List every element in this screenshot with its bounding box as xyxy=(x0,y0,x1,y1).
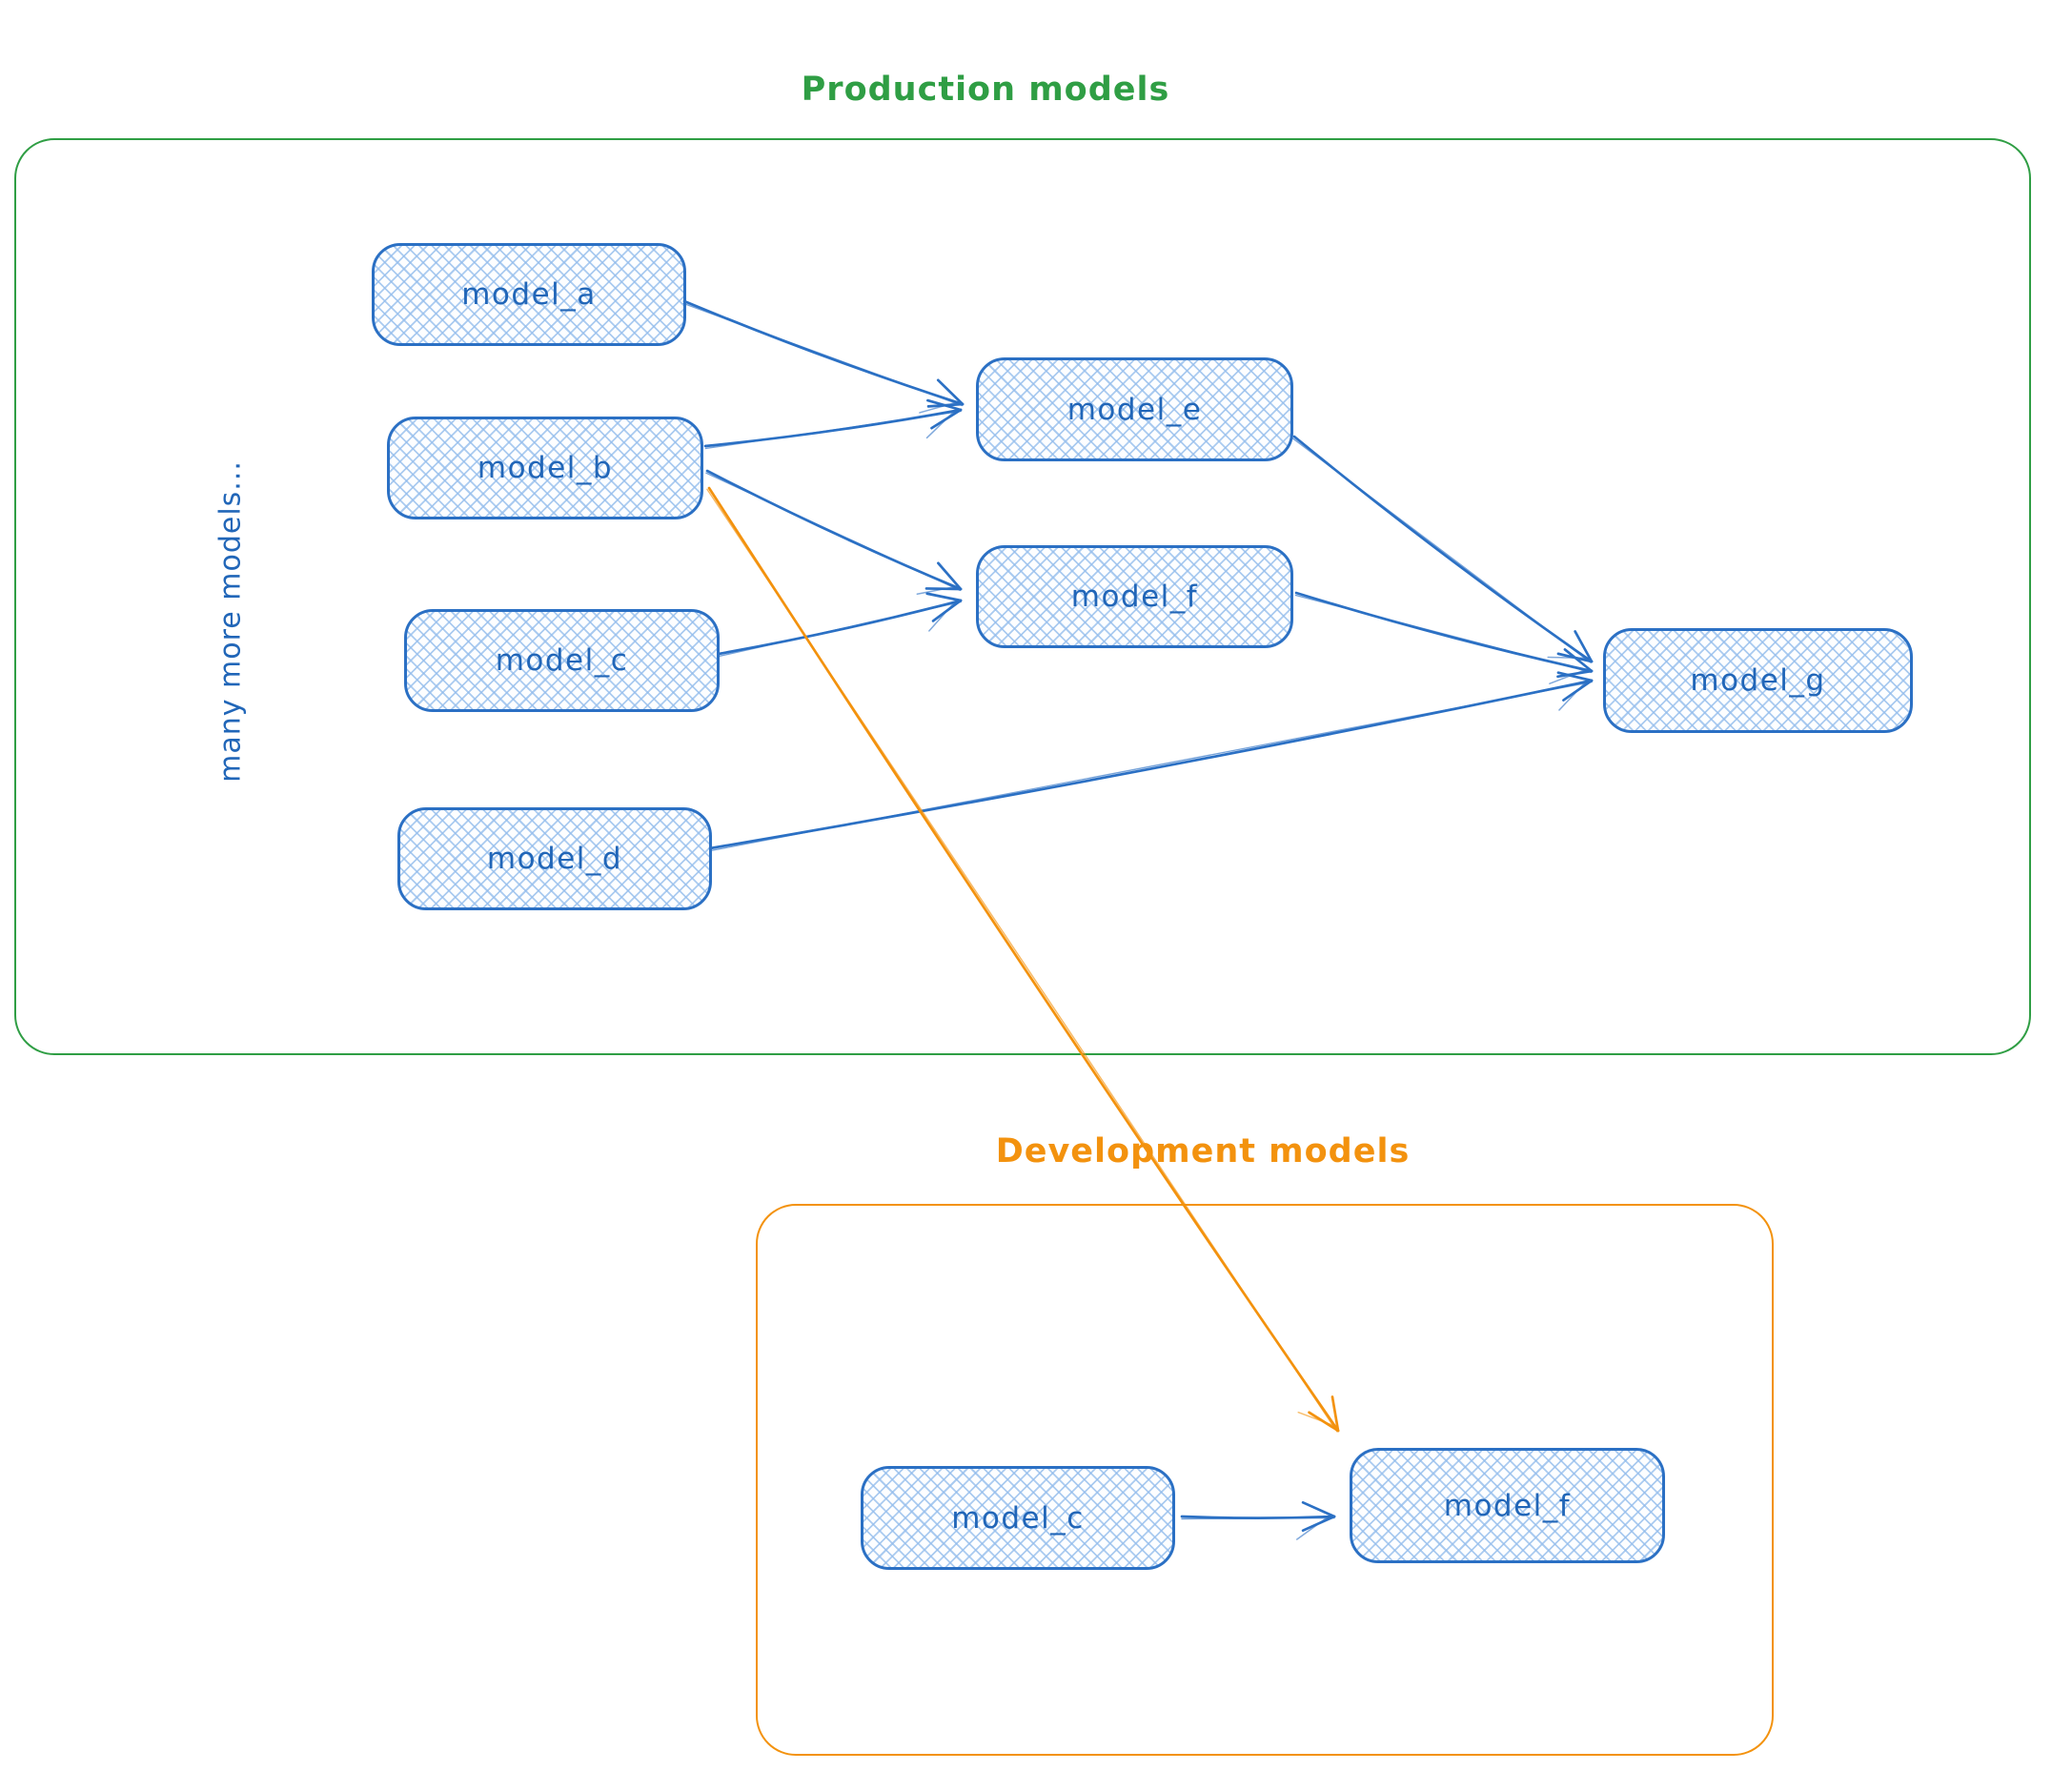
node-model-b: model_b xyxy=(387,417,703,519)
node-dev-model-f: model_f xyxy=(1350,1448,1665,1563)
node-model-d: model_d xyxy=(397,807,712,910)
node-model-g-label: model_g xyxy=(1690,663,1826,698)
production-title: Production models xyxy=(801,71,1170,109)
node-model-f-label: model_f xyxy=(1070,580,1199,614)
node-dev-model-f-label: model_f xyxy=(1443,1488,1572,1523)
node-model-c: model_c xyxy=(404,609,720,712)
node-model-c-label: model_c xyxy=(495,643,629,678)
node-model-e-label: model_e xyxy=(1066,392,1203,427)
development-title: Development models xyxy=(995,1132,1411,1170)
many-more-models-note: many more models... xyxy=(213,460,248,783)
node-model-e: model_e xyxy=(976,357,1293,461)
node-model-f: model_f xyxy=(976,545,1293,648)
node-model-g: model_g xyxy=(1603,628,1913,733)
node-model-a: model_a xyxy=(372,243,686,346)
node-dev-model-c-label: model_c xyxy=(951,1500,1085,1536)
node-model-d-label: model_d xyxy=(486,842,623,876)
node-model-b-label: model_b xyxy=(477,451,614,485)
node-model-a-label: model_a xyxy=(461,277,597,312)
node-dev-model-c: model_c xyxy=(861,1466,1175,1570)
